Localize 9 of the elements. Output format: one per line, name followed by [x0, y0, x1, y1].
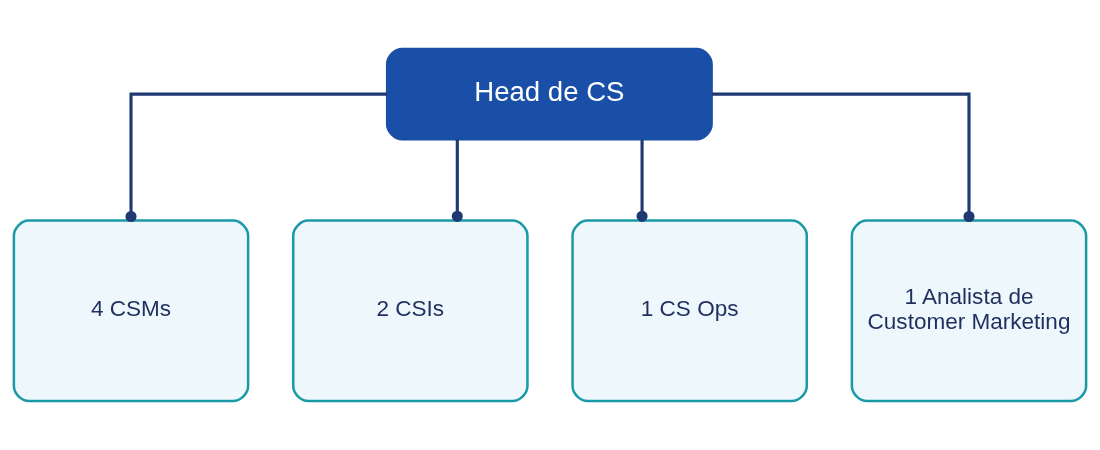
node-box: Head de CS — [385, 47, 713, 141]
connector — [125, 92, 387, 223]
node-box: 4 CSMs — [12, 219, 250, 403]
connector — [636, 139, 648, 222]
node-box: 2 CSIs — [291, 219, 529, 403]
node-box: 1 CS Ops — [571, 219, 809, 403]
connector — [711, 92, 975, 223]
node-box: 1 Analista de Customer Marketing — [850, 219, 1088, 403]
connector — [451, 139, 463, 222]
